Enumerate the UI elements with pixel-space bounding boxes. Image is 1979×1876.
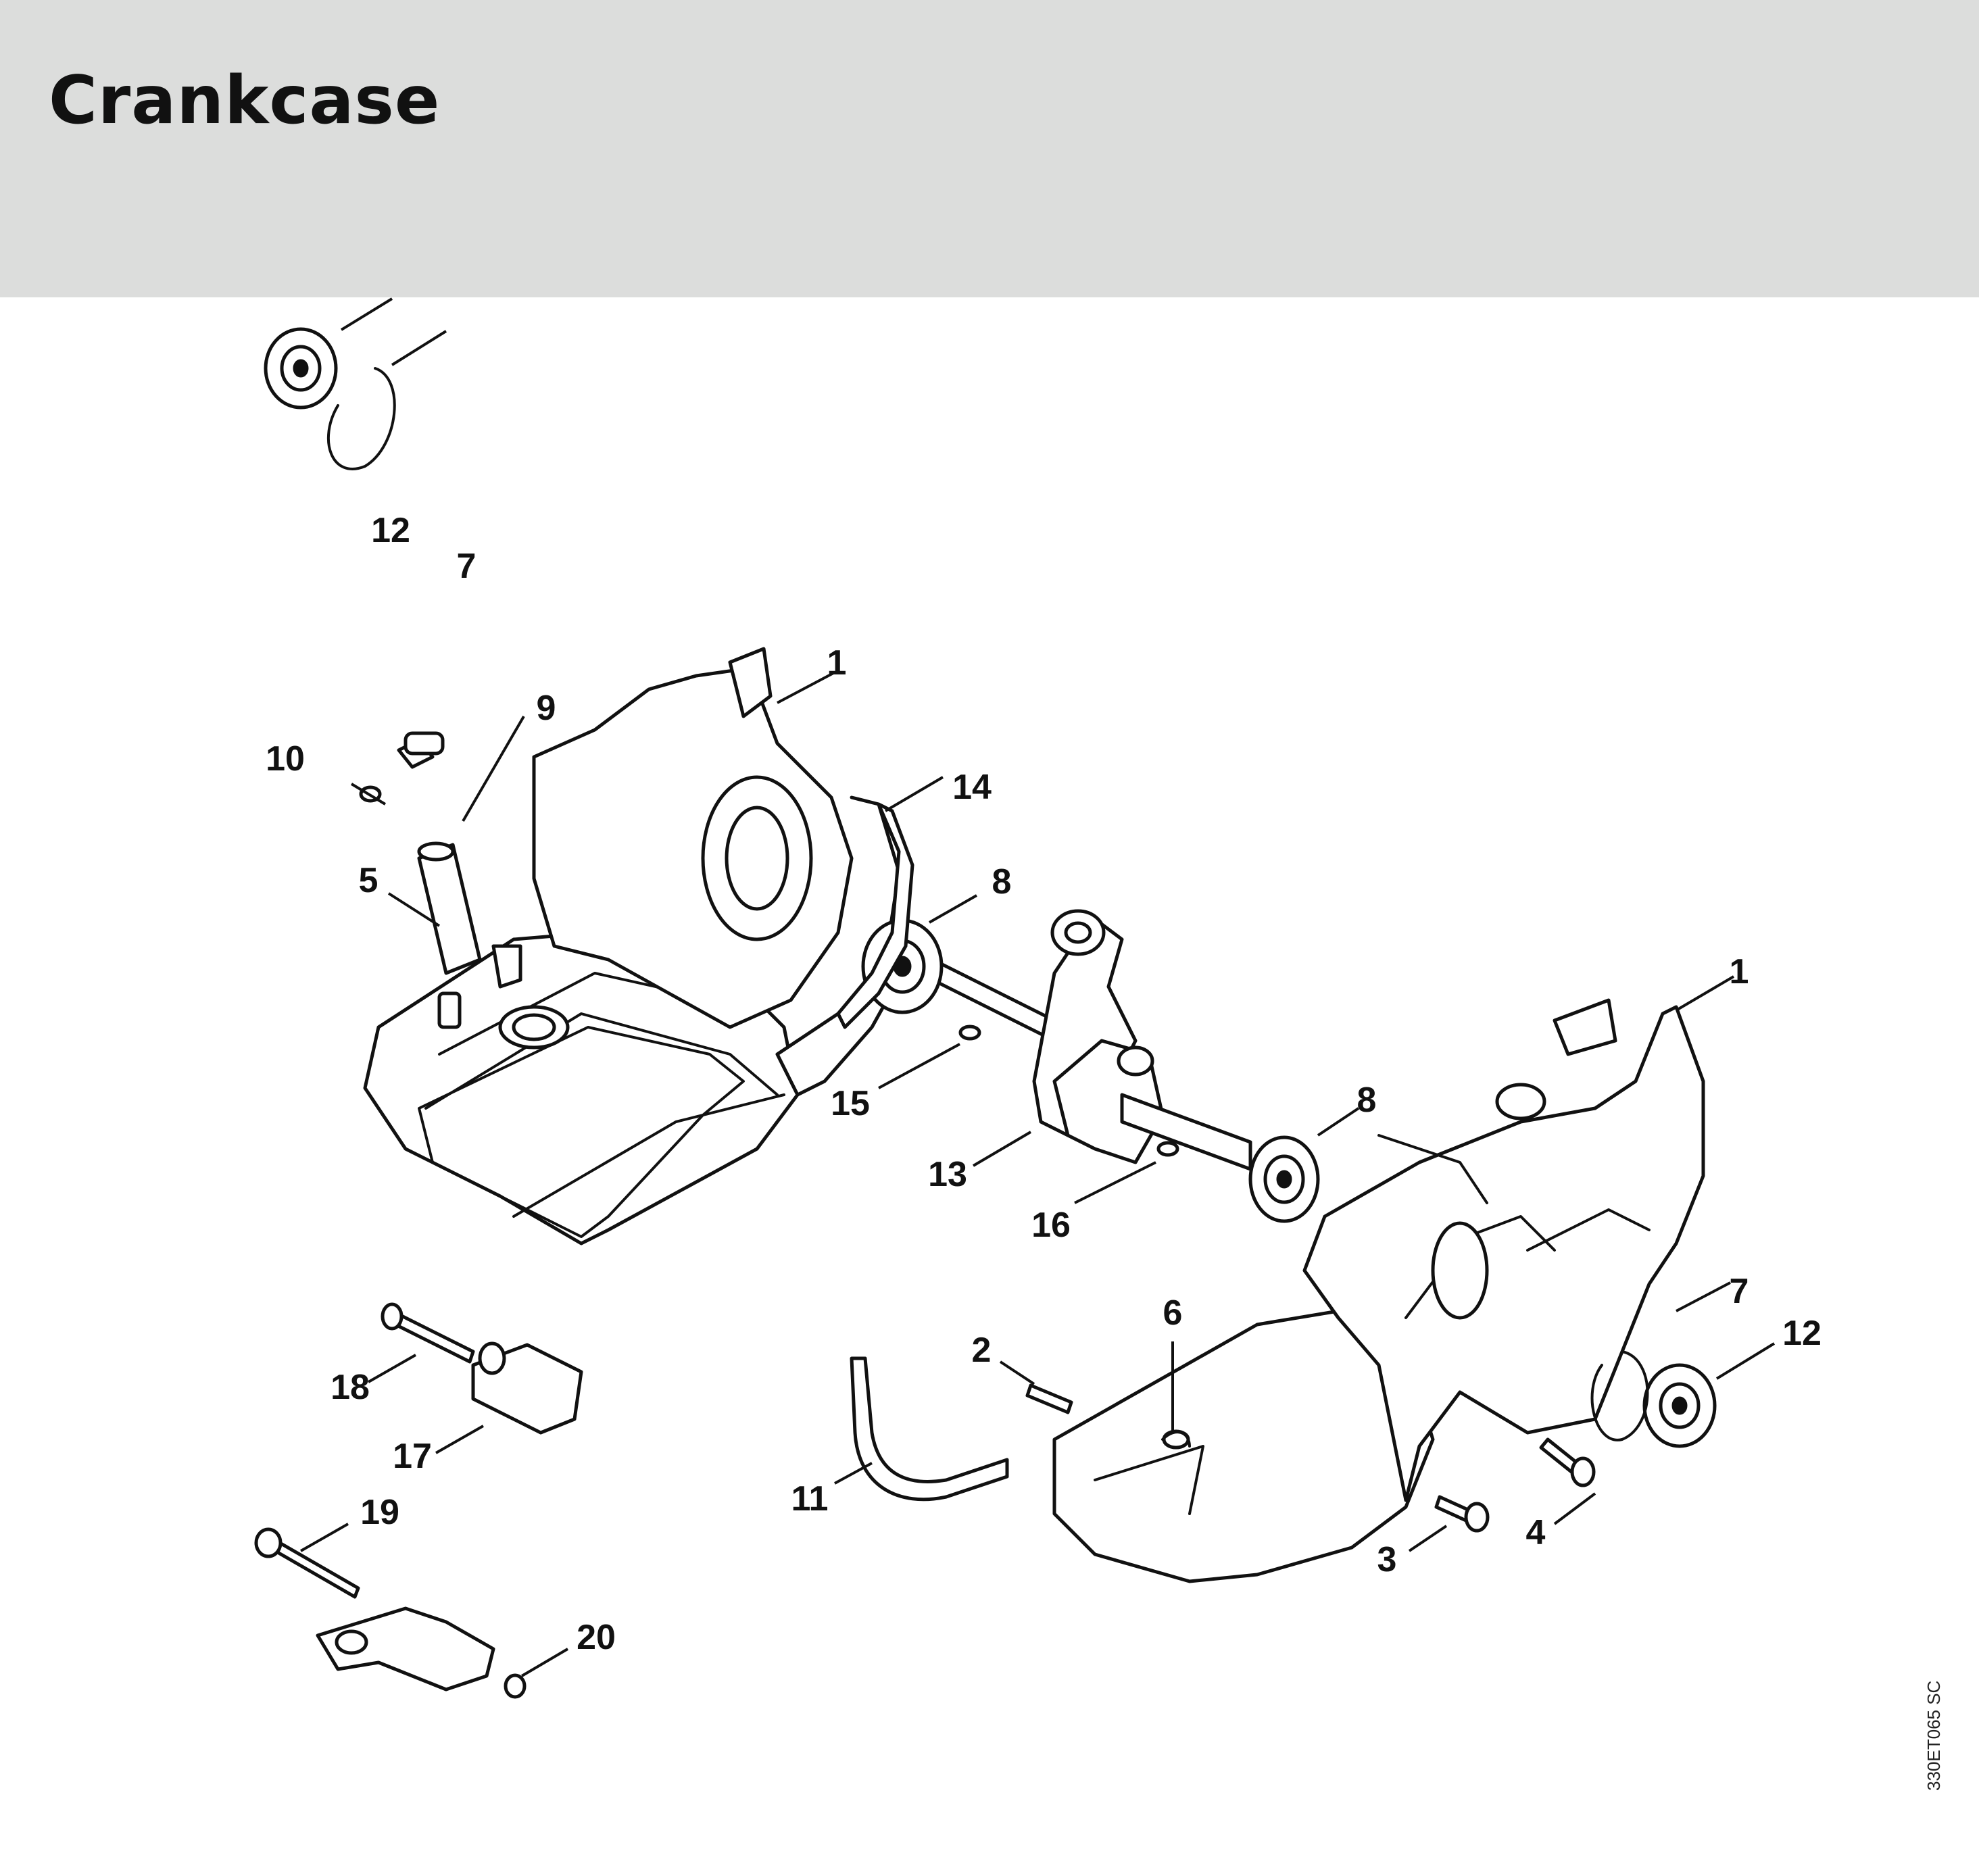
- screw-3: [1434, 1495, 1490, 1533]
- leader-lines: [300, 297, 1776, 1677]
- callout-2: 2: [972, 1331, 992, 1370]
- clamp-bracket: [316, 1606, 495, 1692]
- callout-14: 14: [952, 768, 992, 807]
- circlip-7b: [1590, 1350, 1649, 1441]
- document-code: 330ET065 SC: [1924, 1680, 1944, 1791]
- callout-10: 10: [266, 739, 305, 779]
- ball-bearing-8b: [1248, 1135, 1320, 1223]
- crankshaft: [931, 909, 1252, 1171]
- bolt-19: [254, 1527, 360, 1599]
- circlip-7a: [327, 367, 396, 470]
- tube-sleeve: [417, 841, 482, 975]
- callout-7: 7: [1730, 1272, 1749, 1311]
- woodruff-key-16: [1156, 1141, 1179, 1157]
- callout-labels: 12 7 1 9 10 14 5 8 1 15 8 13 16 6 7 2 12…: [266, 511, 1822, 1657]
- screw-4: [1539, 1437, 1596, 1487]
- callout-1: 1: [827, 643, 847, 683]
- callout-11: 11: [791, 1479, 829, 1519]
- nut-20: [504, 1673, 527, 1699]
- pin-2: [1025, 1383, 1073, 1414]
- callout-12: 12: [371, 511, 410, 550]
- callout-16: 16: [1031, 1206, 1071, 1245]
- woodruff-key-15: [958, 1025, 981, 1041]
- callout-18: 18: [331, 1368, 370, 1407]
- callout-6: 6: [1163, 1293, 1183, 1333]
- callout-7: 7: [457, 547, 477, 586]
- bracket-17: [471, 1341, 583, 1435]
- callout-3: 3: [1377, 1540, 1397, 1579]
- gasket-14: [836, 802, 914, 1029]
- oil-seal-12a: [264, 327, 338, 410]
- callout-20: 20: [577, 1618, 616, 1657]
- fitting-9: [397, 731, 445, 769]
- callout-5: 5: [359, 861, 378, 900]
- screw-18: [381, 1302, 475, 1364]
- oil-seal-12b: [1642, 1363, 1717, 1448]
- callout-4: 4: [1526, 1513, 1546, 1552]
- callout-15: 15: [831, 1084, 870, 1123]
- callout-13: 13: [928, 1155, 967, 1194]
- header-band: Crankcase: [0, 0, 1979, 297]
- callout-9: 9: [537, 689, 556, 728]
- callout-8: 8: [992, 862, 1012, 902]
- pin-6: [1161, 1431, 1191, 1448]
- callout-19: 19: [360, 1493, 399, 1532]
- crankcase-half-left: [363, 647, 908, 1245]
- callout-17: 17: [393, 1437, 432, 1476]
- nipple-5: [437, 991, 462, 1029]
- callout-8: 8: [1357, 1081, 1377, 1120]
- crankcase-half-right: [1052, 998, 1705, 1583]
- callout-12: 12: [1782, 1314, 1822, 1353]
- page-title: Crankcase: [49, 62, 441, 139]
- callout-1: 1: [1730, 952, 1749, 991]
- hose-11: [850, 1356, 1009, 1502]
- gasket-left: [418, 1026, 745, 1238]
